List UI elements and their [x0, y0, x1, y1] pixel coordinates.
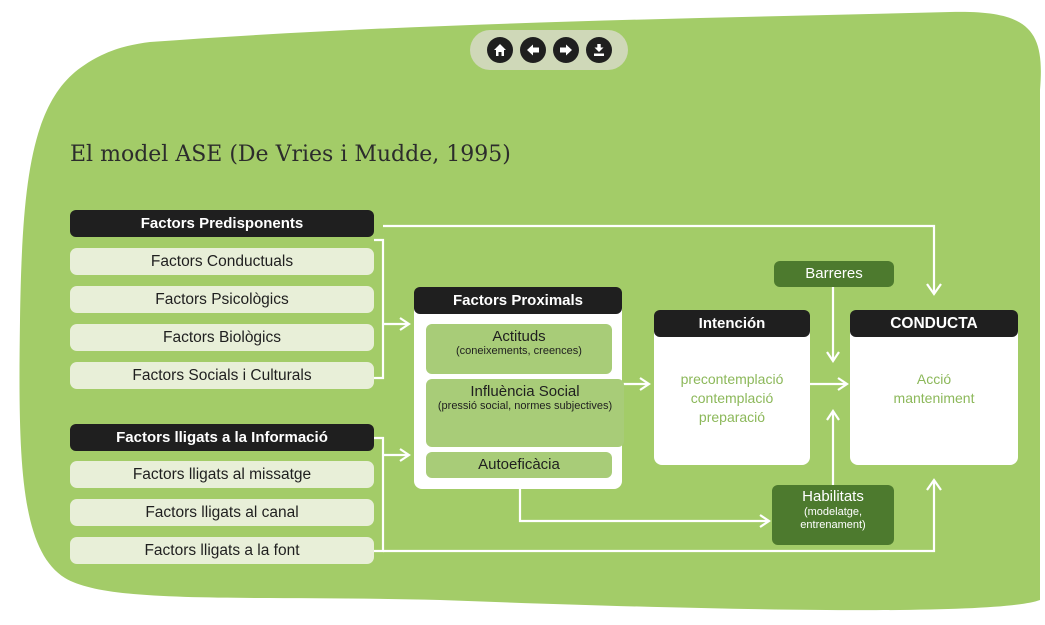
- skills-label: Habilitats: [802, 488, 864, 505]
- predisposing-item: Factors Socials i Culturals: [70, 362, 374, 389]
- arrow-predisposing-to-conducta: [383, 224, 936, 292]
- bracket-predisposing: [374, 238, 385, 380]
- proximal-item-label: Actituds: [492, 328, 546, 345]
- arrow-selfefficacy-to-skills: [518, 478, 768, 523]
- proximal-item-attitudes: Actituds (coneixements, creences): [426, 324, 612, 374]
- conduct-stages: Acció manteniment: [850, 370, 1018, 408]
- predisposing-item: Factors Biològics: [70, 324, 374, 351]
- proximal-header: Factors Proximals: [414, 287, 622, 314]
- proximal-item-social-influence: Influència Social (pressió social, norme…: [426, 379, 624, 447]
- information-item: Factors lligats a la font: [70, 537, 374, 564]
- arrow-left-icon: [526, 44, 539, 56]
- conduct-box: CONDUCTA Acció manteniment: [850, 310, 1018, 465]
- home-icon: [493, 44, 506, 56]
- arrow-information-to-conducta: [383, 482, 936, 553]
- conduct-stage: manteniment: [893, 390, 975, 406]
- predisposing-item: Factors Psicològics: [70, 286, 374, 313]
- information-header: Factors lligats a la Informació: [70, 424, 374, 451]
- intention-stage: precontemplació: [680, 371, 784, 387]
- barriers-box: Barreres: [774, 261, 894, 287]
- intention-header: Intención: [654, 310, 810, 337]
- proximal-factors-box: Factors Proximals Actituds (coneixements…: [414, 287, 624, 489]
- intention-stage: contemplació: [690, 390, 774, 406]
- navigation-bar: [470, 30, 628, 70]
- predisposing-item: Factors Conductuals: [70, 248, 374, 275]
- skills-box: Habilitats (modelatge, entrenament): [772, 485, 894, 545]
- arrow-right-icon: [559, 44, 572, 56]
- proximal-item-self-efficacy: Autoeficàcia: [426, 452, 612, 478]
- predisposing-header: Factors Predisponents: [70, 210, 374, 237]
- next-button[interactable]: [552, 37, 579, 63]
- home-button[interactable]: [486, 37, 513, 63]
- diagram-title: El model ASE (De Vries i Mudde, 1995): [70, 142, 511, 167]
- conduct-stage: Acció: [916, 371, 952, 387]
- proximal-item-label: Influència Social: [470, 383, 580, 400]
- information-item: Factors lligats al canal: [70, 499, 374, 526]
- intention-stages: precontemplació contemplació preparació: [654, 370, 810, 427]
- conduct-header: CONDUCTA: [850, 310, 1018, 337]
- download-icon: [593, 44, 604, 56]
- skills-sublabel: (modelatge, entrenament): [800, 506, 866, 531]
- bracket-information: [374, 436, 385, 553]
- intention-stage: preparació: [698, 409, 766, 425]
- intention-box: Intención precontemplació contemplació p…: [654, 310, 810, 465]
- proximal-item-sublabel: (coneixements, creences): [456, 345, 582, 357]
- proximal-item-label: Autoeficàcia: [478, 456, 560, 473]
- previous-button[interactable]: [519, 37, 546, 63]
- information-item: Factors lligats al missatge: [70, 461, 374, 488]
- download-button[interactable]: [585, 37, 612, 63]
- proximal-item-sublabel: (pressió social, normes subjectives): [437, 400, 613, 412]
